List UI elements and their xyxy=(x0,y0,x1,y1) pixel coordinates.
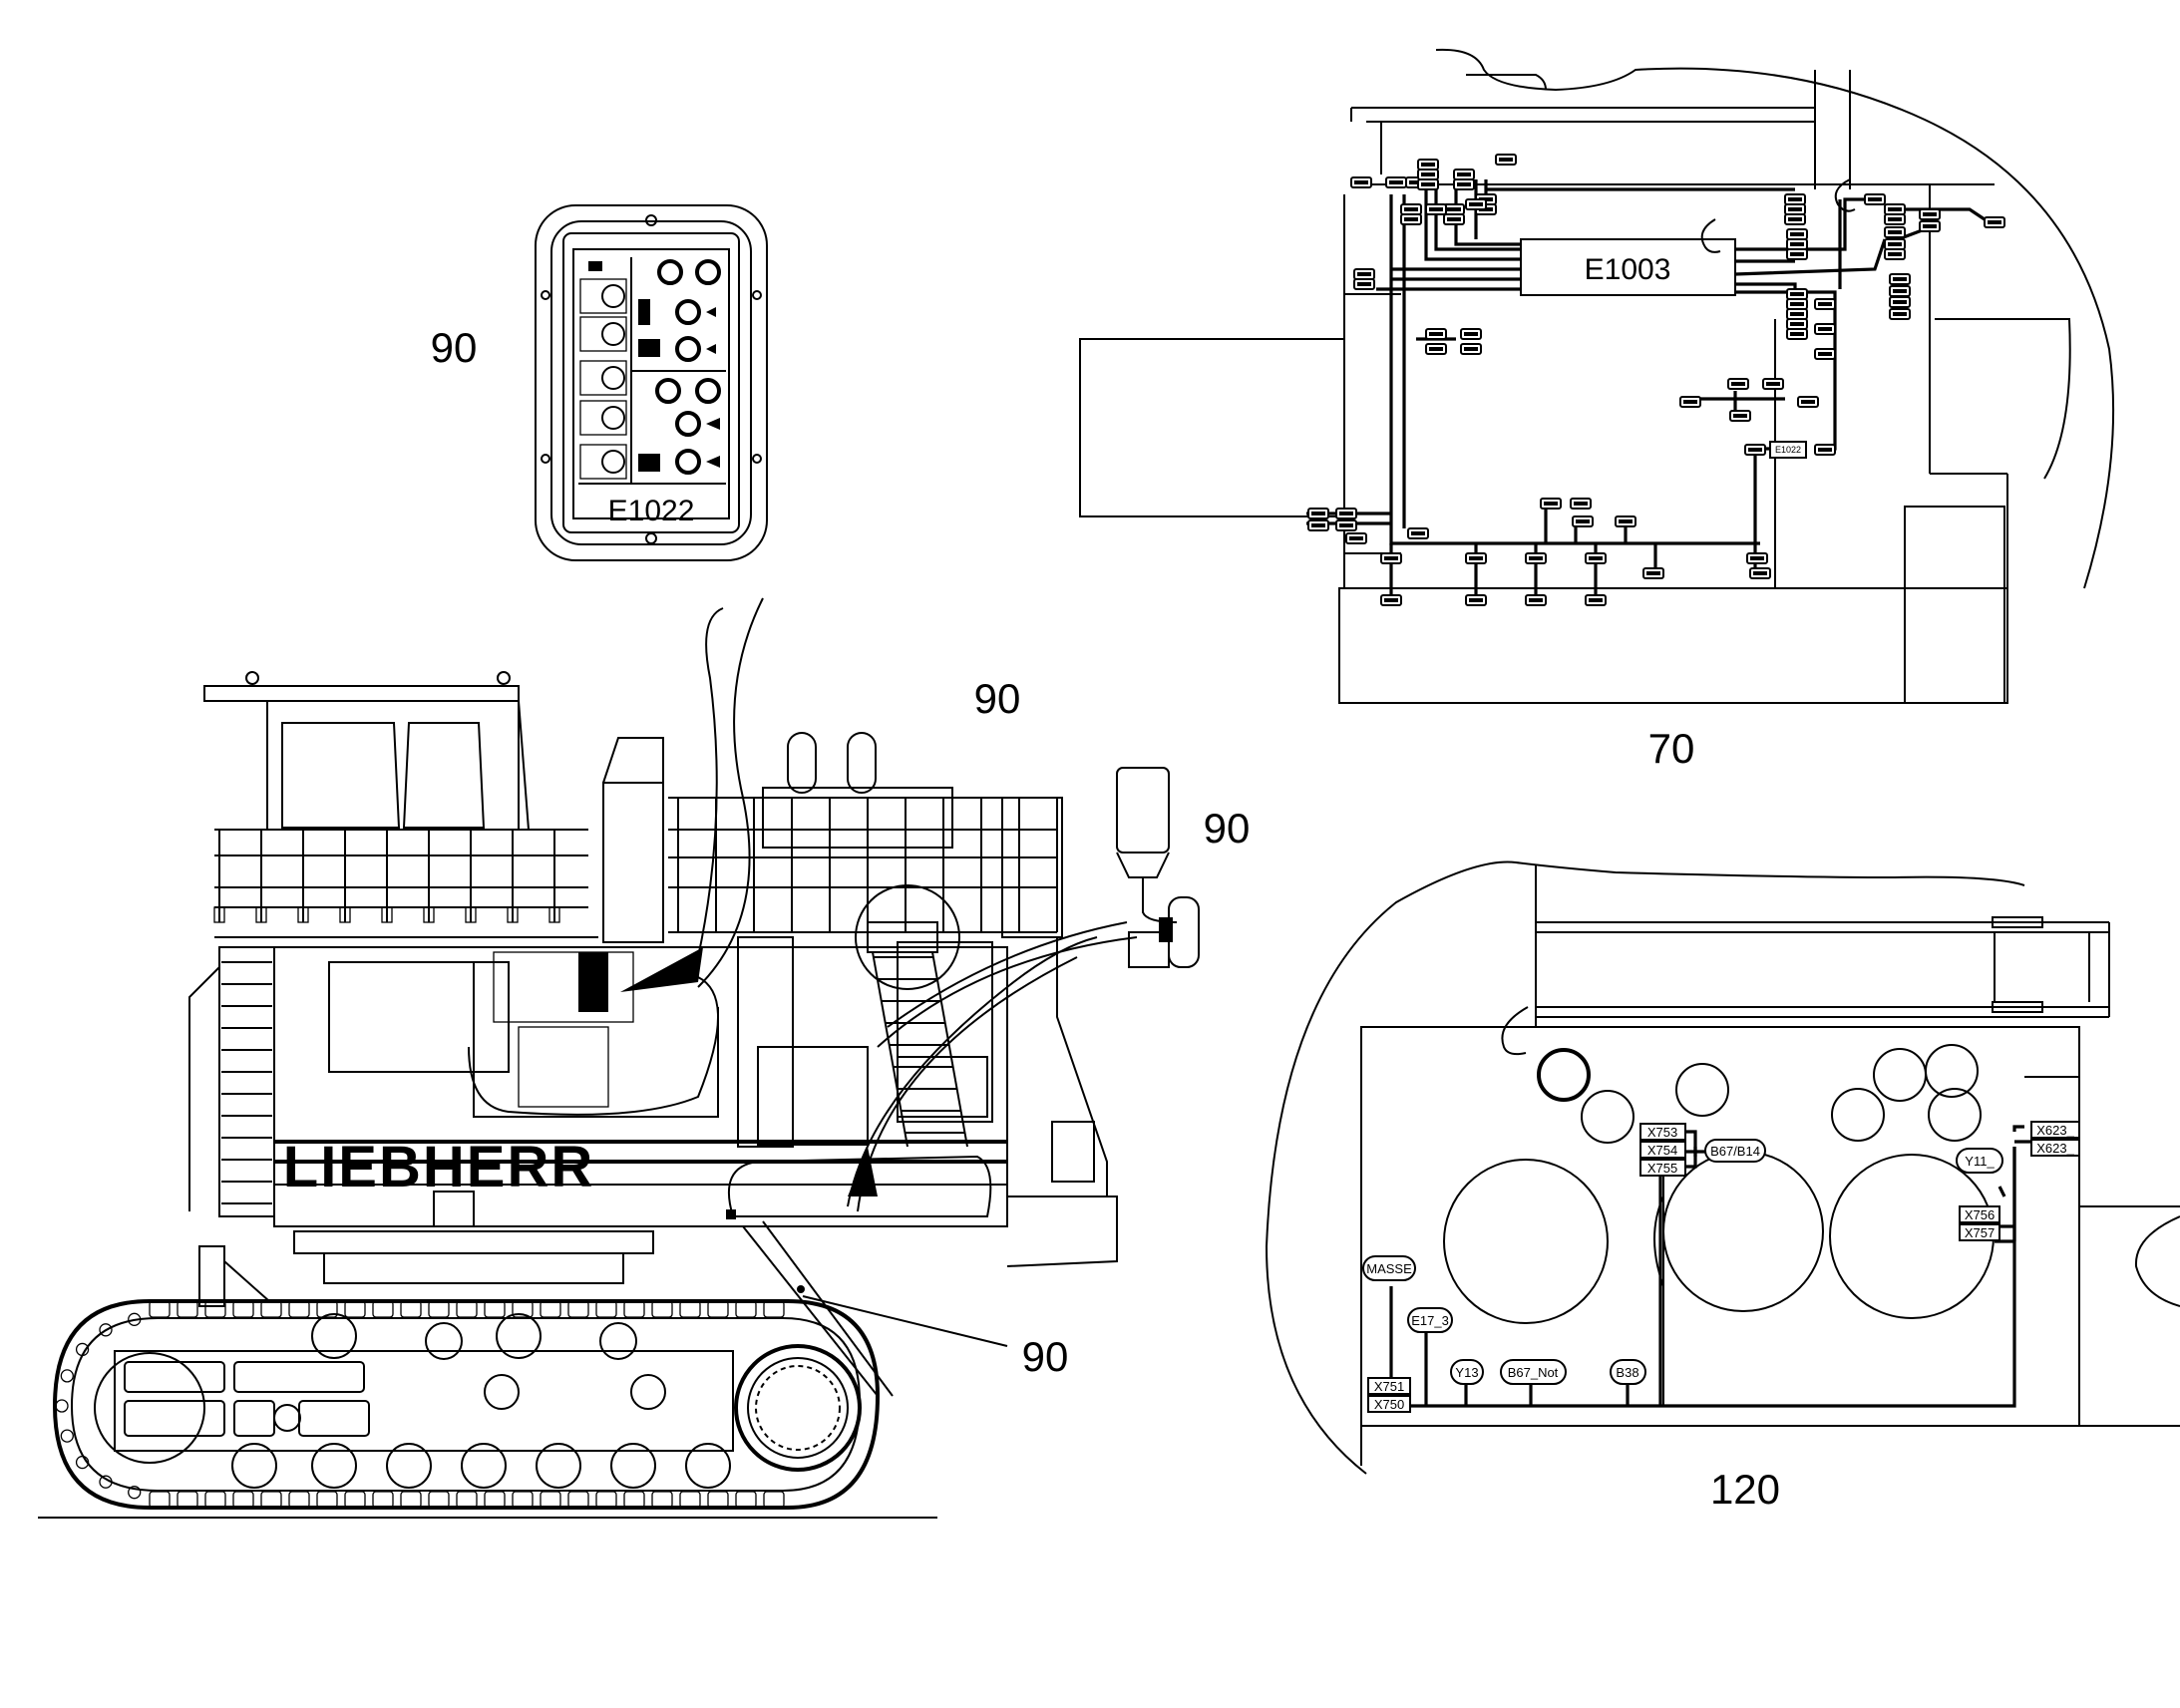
control-panel-e1022: E1022 xyxy=(535,204,768,561)
conn-x623a: X623_ xyxy=(2036,1123,2074,1138)
conn-x754: X754 xyxy=(1647,1143,1677,1158)
sensor-b38: B38 xyxy=(1616,1365,1638,1380)
callout-view-70: 70 xyxy=(1648,725,1695,772)
callout-panel-90: 90 xyxy=(431,324,478,371)
platform-railings xyxy=(213,732,1063,943)
conn-x757: X757 xyxy=(1965,1225,1995,1240)
excavator-side-view: LIEBHERR xyxy=(38,597,1200,1519)
access-ladder xyxy=(726,1155,992,1397)
conn-x753: X753 xyxy=(1647,1125,1677,1140)
callout-ladder-90: 90 xyxy=(1022,1333,1069,1380)
leader-panel-curve xyxy=(697,597,764,988)
conn-x756: X756 xyxy=(1965,1207,1995,1222)
sensor-b67-b14: B67/B14 xyxy=(1710,1144,1760,1159)
beacon-lamp xyxy=(1116,767,1200,968)
module-e17-3: E17_3 xyxy=(1411,1313,1449,1328)
callout-beacon-90: 90 xyxy=(1204,805,1251,852)
crawler-track xyxy=(52,1245,881,1510)
callout-machine-90: 90 xyxy=(974,675,1021,722)
view-120-wiring: X753 X754 X755 B67/B14 X623_ X623_ Y11_ … xyxy=(1265,860,2180,1475)
conn-x623b: X623_ xyxy=(2036,1141,2074,1156)
panel-switches-right xyxy=(638,259,721,475)
sensor-b67-not: B67_Not xyxy=(1508,1365,1559,1380)
e1003-label: E1003 xyxy=(1585,253,1671,286)
valve-y13: Y13 xyxy=(1455,1365,1478,1380)
panel-location-circle xyxy=(855,884,960,990)
operator-cab xyxy=(203,671,530,831)
panel-switches-left xyxy=(579,261,627,480)
brand-logo: LIEBHERR xyxy=(283,1135,594,1199)
ground-masse: MASSE xyxy=(1366,1261,1412,1276)
sensor-y11: Y11_ xyxy=(1965,1154,1995,1169)
conn-x755: X755 xyxy=(1647,1161,1677,1176)
leader-arrow-panel xyxy=(620,947,703,992)
view-70-wiring: E1003 xyxy=(1079,48,2115,704)
e1022-small-label: E1022 xyxy=(1775,445,1801,455)
conn-x751: X751 xyxy=(1374,1379,1404,1394)
panel-title: E1022 xyxy=(608,495,695,527)
callout-view-120: 120 xyxy=(1710,1466,1780,1513)
conn-x750: X750 xyxy=(1374,1397,1404,1412)
